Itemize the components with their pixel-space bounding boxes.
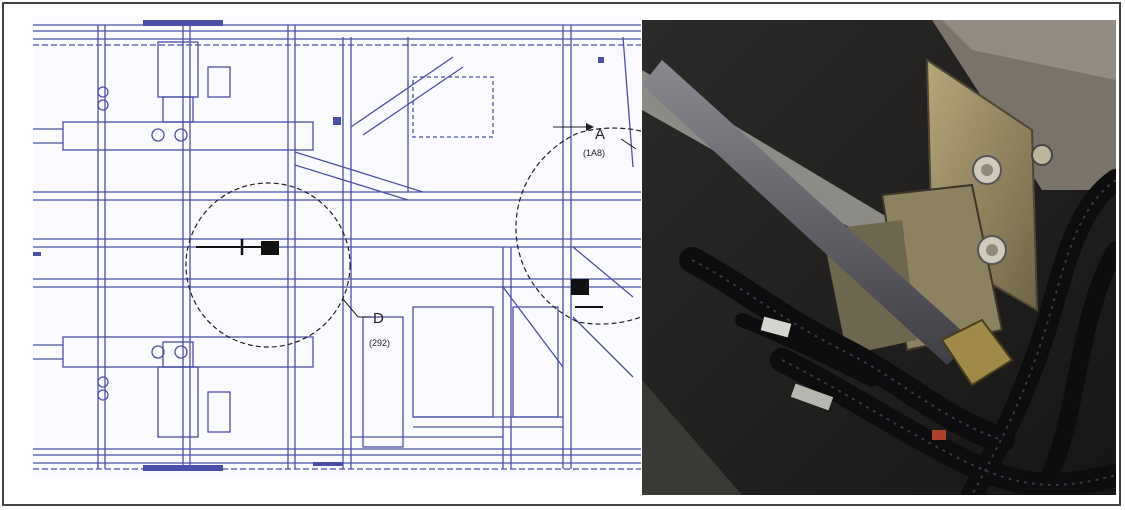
bolt-patterns (33, 20, 604, 471)
callout-d: D (292) (185, 182, 390, 348)
connector-clip (760, 316, 792, 338)
sensor-photo (642, 20, 1116, 495)
callout-d-ref: (292) (369, 338, 390, 348)
sensor-symbol (261, 241, 279, 255)
connector-tag (932, 430, 946, 440)
callout-a-ref: (1A8) (583, 148, 605, 158)
harness-ribs (691, 179, 1116, 495)
chassis-drawing-panel: D (292) A (1A8) (33, 17, 641, 477)
bolts (972, 144, 1053, 265)
callout-a-circle (515, 127, 641, 325)
brass-fitting (940, 318, 1014, 387)
linkage-rod (642, 60, 972, 365)
callout-d-leader (342, 298, 359, 318)
frame-rails (33, 24, 641, 470)
sensor-photo-panel (642, 20, 1116, 495)
callout-a: A (1A8) (515, 123, 641, 325)
chassis-drawing: D (292) A (1A8) (33, 20, 641, 471)
sensor-symbol-a (571, 279, 589, 295)
connector-plug (790, 383, 834, 411)
callout-d-letter: D (373, 310, 384, 327)
callout-a-letter: A (595, 126, 605, 143)
callout-d-circle (185, 182, 351, 348)
